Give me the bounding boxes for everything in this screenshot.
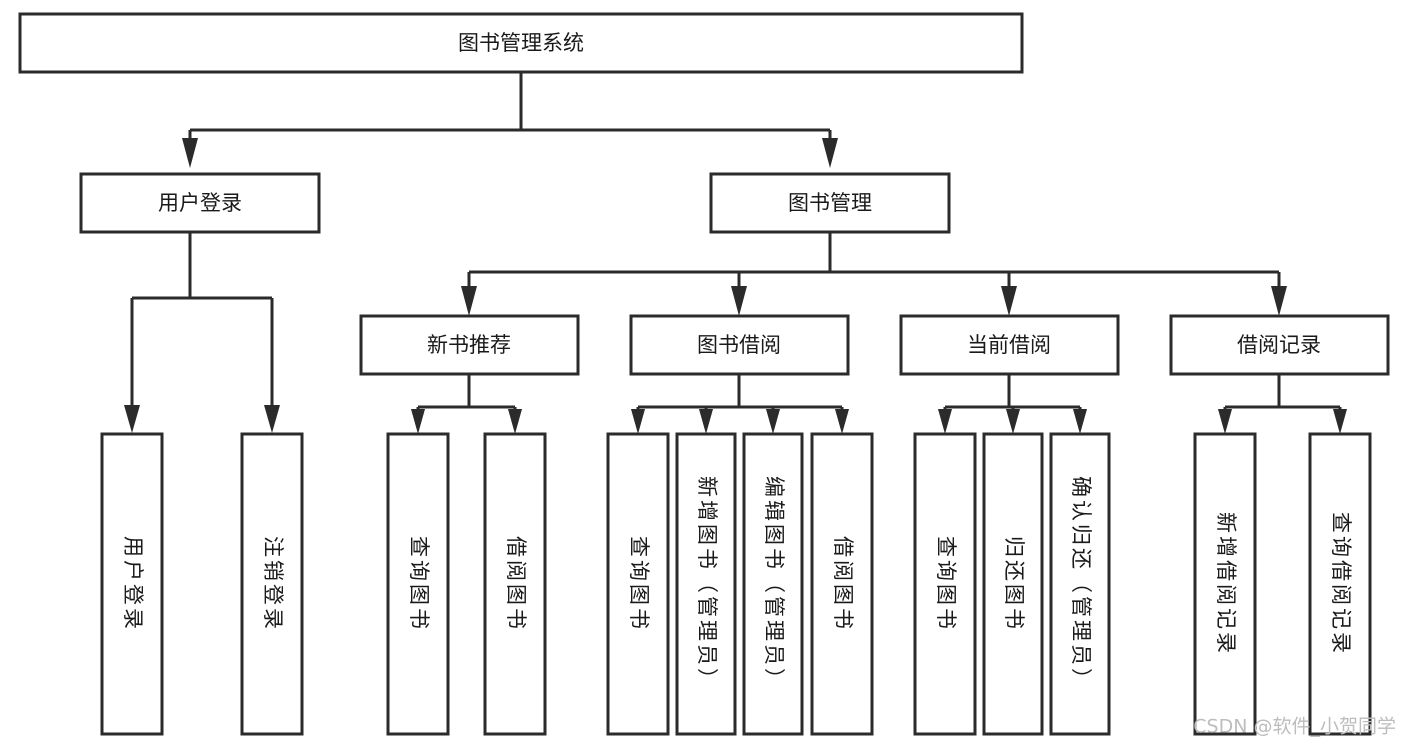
node-leaf-query-book-2-label: 查询图书: [627, 536, 651, 632]
arrow-head-leaf-query-book-3: [938, 409, 952, 434]
csdn-watermark: CSDN @软件_小贺同学: [1193, 716, 1396, 738]
node-book-management[interactable]: 图书管理: [709, 172, 951, 234]
node-leaf-query-book-1-label: 查询图书: [407, 536, 431, 632]
node-current-borrow-label: 当前借阅: [967, 333, 1051, 357]
node-leaf-edit-book[interactable]: 编辑图书（管理员）: [742, 432, 804, 736]
arrow-head-bookmgmt: [822, 138, 838, 168]
arrow-head-leaf-user-login: [124, 405, 140, 433]
node-leaf-logout[interactable]: 注销登录: [240, 432, 304, 736]
node-leaf-query-book-2[interactable]: 查询图书: [606, 432, 670, 736]
node-leaf-borrow-book-1[interactable]: 借阅图书: [483, 432, 547, 736]
node-new-book-recommend-label: 新书推荐: [427, 333, 511, 357]
node-book-borrow[interactable]: 图书借阅: [629, 314, 850, 376]
arrow-head-leaf-logout: [264, 405, 280, 433]
node-leaf-add-book-box[interactable]: [675, 432, 737, 736]
arrow-head-leaf-borrow-book-2: [835, 409, 849, 434]
arrow-head-leaf-query-book-1: [411, 409, 425, 434]
arrow-head-leaf-query-book-2: [631, 409, 645, 434]
node-leaf-add-record[interactable]: 新增借阅记录: [1193, 432, 1257, 736]
node-leaf-confirm-return-box[interactable]: [1049, 432, 1111, 736]
node-leaf-query-book-2-box[interactable]: [606, 432, 670, 736]
node-leaf-logout-box[interactable]: [240, 432, 304, 736]
arrow-head-leaf-query-record: [1333, 409, 1347, 434]
node-leaf-query-book-1-box[interactable]: [386, 432, 450, 736]
arrow-head-leaf-return-book: [1006, 409, 1020, 434]
node-leaf-borrow-book-2-box[interactable]: [810, 432, 874, 736]
node-leaf-query-book-1[interactable]: 查询图书: [386, 432, 450, 736]
node-leaf-user-login[interactable]: 用户登录: [100, 432, 164, 736]
arrow-head-new-book-recommend: [461, 286, 477, 316]
node-book-management-box[interactable]: [709, 172, 951, 234]
node-leaf-query-book-3-label: 查询图书: [934, 536, 958, 632]
node-book-management-label: 图书管理: [788, 191, 872, 215]
node-current-borrow-box[interactable]: [899, 314, 1120, 376]
arrow-head-current-borrow: [1001, 286, 1017, 316]
node-leaf-borrow-book-1-label: 借阅图书: [504, 536, 528, 632]
node-user-login-box[interactable]: [79, 172, 321, 234]
node-leaf-confirm-return-label: 确认归还（管理员）: [1069, 476, 1093, 692]
arrow-head-book-borrow: [731, 286, 747, 316]
arrow-head-userlogin: [182, 138, 198, 168]
node-leaf-user-login-box[interactable]: [100, 432, 164, 736]
node-borrow-record-label: 借阅记录: [1237, 333, 1321, 357]
arrow-head-leaf-add-book: [699, 409, 713, 434]
arrow-head-leaf-edit-book: [766, 409, 780, 434]
node-leaf-confirm-return[interactable]: 确认归还（管理员）: [1049, 432, 1111, 736]
arrow-head-leaf-add-record: [1218, 409, 1232, 434]
node-leaf-return-book[interactable]: 归还图书: [982, 432, 1044, 736]
node-leaf-user-login-label: 用户登录: [121, 536, 145, 632]
arrow-head-leaf-borrow-book-1: [508, 409, 522, 434]
node-leaf-edit-book-label: 编辑图书（管理员）: [762, 476, 786, 692]
node-leaf-borrow-book-1-box[interactable]: [483, 432, 547, 736]
node-leaf-add-book-label: 新增图书（管理员）: [695, 476, 719, 692]
node-new-book-recommend[interactable]: 新书推荐: [359, 314, 580, 376]
node-user-login[interactable]: 用户登录: [79, 172, 321, 234]
node-book-borrow-label: 图书借阅: [697, 333, 781, 357]
node-leaf-query-record-label: 查询借阅记录: [1329, 512, 1353, 656]
node-leaf-logout-label: 注销登录: [261, 536, 285, 632]
node-book-borrow-box[interactable]: [629, 314, 850, 376]
node-leaf-edit-book-box[interactable]: [742, 432, 804, 736]
node-user-login-label: 用户登录: [158, 191, 242, 215]
node-new-book-recommend-box[interactable]: [359, 314, 580, 376]
node-leaf-return-book-label: 归还图书: [1002, 536, 1026, 632]
arrow-head-borrow-record: [1271, 286, 1287, 316]
node-leaf-return-book-box[interactable]: [982, 432, 1044, 736]
node-leaf-query-record-box[interactable]: [1308, 432, 1372, 736]
node-leaf-add-record-label: 新增借阅记录: [1214, 512, 1238, 656]
node-leaf-add-book[interactable]: 新增图书（管理员）: [675, 432, 737, 736]
node-current-borrow[interactable]: 当前借阅: [899, 314, 1120, 376]
node-leaf-query-record[interactable]: 查询借阅记录: [1308, 432, 1372, 736]
node-leaf-borrow-book-2[interactable]: 借阅图书: [810, 432, 874, 736]
node-root-label: 图书管理系统: [458, 31, 584, 55]
node-root-box[interactable]: [18, 12, 1024, 74]
node-leaf-borrow-book-2-label: 借阅图书: [831, 536, 855, 632]
node-leaf-query-book-3[interactable]: 查询图书: [913, 432, 977, 736]
node-leaf-query-book-3-box[interactable]: [913, 432, 977, 736]
node-leaf-add-record-box[interactable]: [1193, 432, 1257, 736]
connector-layer: [124, 72, 1347, 434]
node-borrow-record-box[interactable]: [1169, 314, 1390, 376]
node-root[interactable]: 图书管理系统: [18, 12, 1024, 74]
arrow-head-leaf-confirm-return: [1073, 409, 1087, 434]
node-borrow-record[interactable]: 借阅记录: [1169, 314, 1390, 376]
